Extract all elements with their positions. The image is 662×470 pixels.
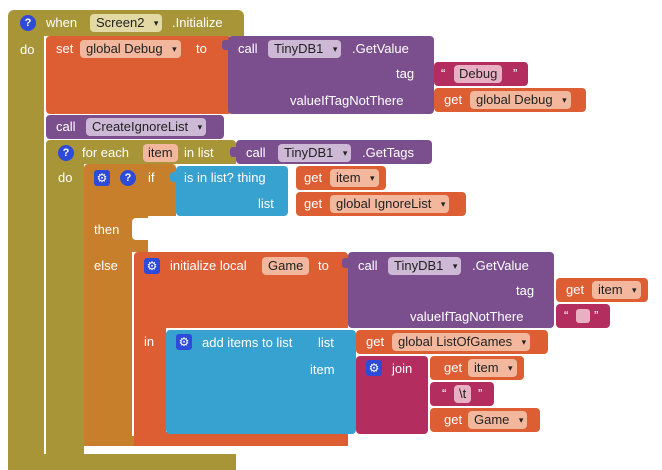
join-label: join [392, 361, 413, 376]
component-dropdown-screen2[interactable]: Screen2▾ [90, 14, 163, 32]
chevron-down-icon: ▾ [342, 148, 348, 158]
quote-open: “ [564, 308, 569, 323]
empty-text-field[interactable] [576, 309, 590, 323]
get-listofgames-dropdown[interactable]: global ListOfGames▾ [392, 333, 531, 351]
event-block-bottom [8, 454, 236, 470]
get-label: get [444, 412, 463, 427]
event-method-label: .Initialize [172, 15, 223, 30]
quote-close: ” [478, 386, 483, 401]
add-items-label: add items to list [202, 335, 293, 350]
chevron-down-icon: ▾ [562, 95, 567, 105]
get-label: get [304, 196, 323, 211]
procedure-dropdown[interactable]: CreateIgnoreList▾ [86, 118, 207, 136]
foreach-var-field[interactable]: item [143, 144, 178, 162]
gettags-method-label: .GetTags [362, 145, 415, 160]
chevron-down-icon: ▾ [332, 44, 338, 54]
get-variable-dropdown[interactable]: global Debug▾ [470, 91, 571, 109]
getvalue-method-label: .GetValue [352, 41, 409, 56]
quote-open: “ [442, 386, 447, 401]
gear-icon[interactable]: ⚙ [366, 360, 382, 376]
help-icon[interactable]: ? [120, 170, 136, 186]
get-ignorelist-dropdown[interactable]: global IgnoreList▾ [330, 195, 450, 213]
tinydb1-dropdown[interactable]: TinyDB1▾ [268, 40, 342, 58]
else-label: else [94, 258, 118, 273]
foreach-block[interactable] [46, 140, 236, 164]
is-in-list-block[interactable] [176, 166, 288, 216]
local-var-field[interactable]: Game [262, 257, 310, 275]
event-when-label: when [46, 15, 78, 30]
initialize-local-bottom [134, 432, 348, 446]
local-to-label: to [318, 258, 329, 273]
foreach-do-label: do [58, 170, 73, 185]
get-item-dropdown[interactable]: item▾ [468, 359, 517, 377]
chevron-down-icon: ▾ [172, 44, 177, 54]
get-label: get [366, 334, 385, 349]
inlist-label: in list [184, 145, 214, 160]
get-game-dropdown[interactable]: Game▾ [468, 411, 528, 429]
list-label: list [258, 196, 274, 211]
text-tab-field[interactable]: \t [454, 385, 472, 403]
block-input-tab [222, 40, 228, 50]
if-spine [84, 216, 132, 446]
chevron-down-icon: ▾ [508, 363, 513, 373]
quote-close: ” [594, 308, 599, 323]
tag-label: tag [396, 66, 415, 81]
getvalue-method-label: .GetValue [472, 258, 529, 273]
if-then-slot [132, 218, 172, 240]
block-input-tab [342, 258, 348, 268]
quote-open: “ [441, 66, 446, 81]
initialize-local-block[interactable] [134, 252, 348, 328]
get-label: get [444, 360, 463, 375]
gear-icon[interactable]: ⚙ [176, 334, 192, 350]
event-do-label: do [20, 42, 35, 57]
event-block-spine [8, 36, 44, 460]
get-label: get [304, 170, 323, 185]
foreach-spine [46, 164, 84, 454]
chevron-down-icon: ▾ [632, 285, 637, 295]
initialize-local-spine [134, 328, 166, 436]
tinydb1-dropdown[interactable]: TinyDB1▾ [278, 144, 352, 162]
valueiftagnotthere-label: valueIfTagNotThere [290, 93, 404, 108]
quote-close: ” [513, 66, 518, 81]
get-item-dropdown[interactable]: item▾ [592, 281, 641, 299]
call-label: call [246, 145, 266, 160]
foreach-label: for each [82, 145, 129, 160]
block-input-tab [170, 172, 176, 182]
chevron-down-icon: ▾ [197, 122, 203, 132]
set-variable-dropdown[interactable]: global Debug▾ [80, 40, 181, 58]
chevron-down-icon: ▾ [521, 337, 527, 347]
chevron-down-icon: ▾ [452, 261, 458, 271]
help-icon[interactable]: ? [58, 145, 74, 161]
block-input-tab [230, 147, 236, 157]
help-icon[interactable]: ? [20, 15, 36, 31]
get-item-dropdown[interactable]: item▾ [330, 169, 379, 187]
set-to-label: to [196, 41, 207, 56]
get-label: get [444, 92, 463, 107]
chevron-down-icon: ▾ [518, 415, 524, 425]
in-label: in [144, 334, 155, 349]
chevron-down-icon: ▾ [153, 18, 159, 28]
call-label: call [358, 258, 378, 273]
chevron-down-icon: ▾ [370, 173, 375, 183]
add-items-to-list-block[interactable] [166, 330, 356, 434]
set-label: set [56, 41, 74, 56]
item-label: item [310, 362, 335, 377]
then-label: then [94, 222, 120, 237]
tag-label: tag [516, 283, 535, 298]
chevron-down-icon: ▾ [440, 199, 446, 209]
if-label: if [148, 170, 155, 185]
get-label: get [566, 282, 585, 297]
gear-icon[interactable]: ⚙ [94, 170, 110, 186]
text-debug-field[interactable]: Debug [454, 65, 503, 83]
call-label: call [56, 119, 76, 134]
initialize-local-label: initialize local [170, 258, 247, 273]
call-label: call [238, 41, 258, 56]
tinydb1-dropdown[interactable]: TinyDB1▾ [388, 257, 462, 275]
is-in-list-label: is in list? thing [184, 170, 266, 185]
list-label: list [318, 335, 334, 350]
gear-icon[interactable]: ⚙ [144, 258, 160, 274]
valueiftagnotthere-label: valueIfTagNotThere [410, 309, 524, 324]
